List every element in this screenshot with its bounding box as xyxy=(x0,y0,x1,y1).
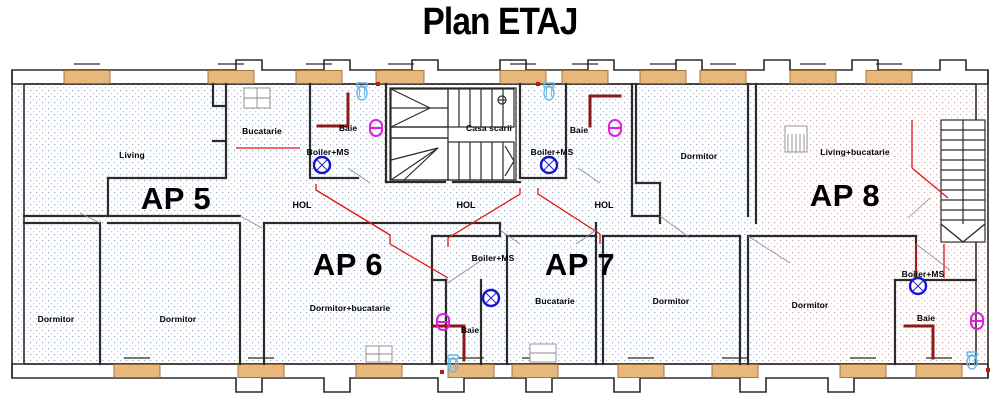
corridor-label-hol-2: HOL xyxy=(456,200,476,210)
corridor-label-hol-3: HOL xyxy=(594,200,614,210)
plan-svg xyxy=(11,59,990,393)
corridor-label-hol-1: HOL xyxy=(292,200,312,210)
floor-plan-drawing: AP 5 AP 6 AP 7 AP 8 Living Bucatarie Bai… xyxy=(0,48,1000,406)
stair-common xyxy=(389,87,517,181)
page-title: Plan ETAJ xyxy=(422,1,579,43)
stair-ap8 xyxy=(940,119,986,243)
apartment-label-ap8: AP 8 xyxy=(809,178,881,213)
window-group-top xyxy=(63,63,913,84)
apartment-label-ap6: AP 6 xyxy=(312,247,384,282)
apartment-label-ap7: AP 7 xyxy=(544,247,616,282)
door-swings xyxy=(236,120,949,279)
apartment-label-ap5: AP 5 xyxy=(140,181,212,216)
